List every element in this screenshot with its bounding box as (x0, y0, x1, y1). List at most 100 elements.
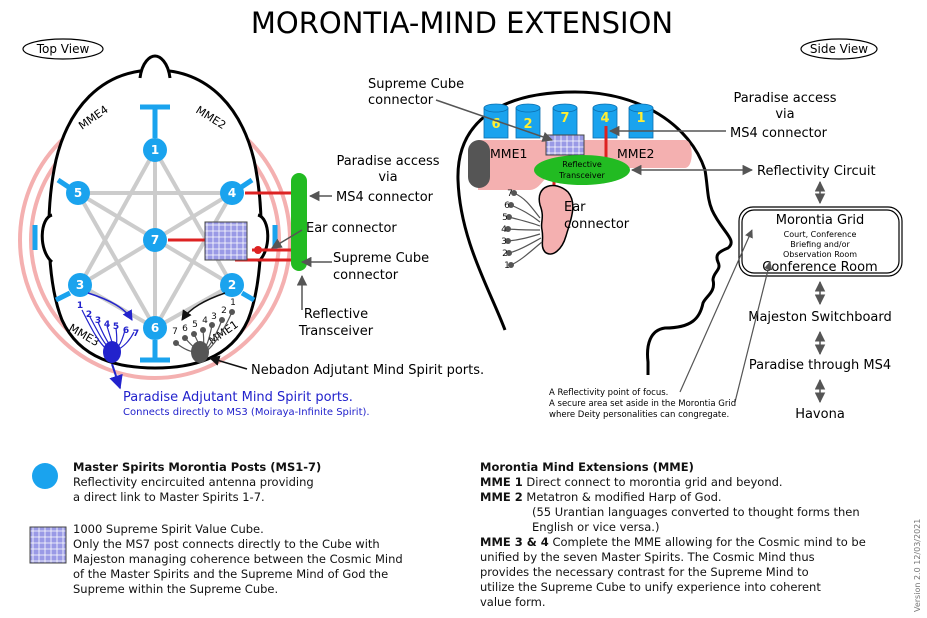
legend-mme34-line4: utilize the Supreme Cube to unify experi… (480, 580, 821, 594)
dark-port-5: 5 (192, 320, 198, 330)
legend-mme34-label: MME 3 & 4 (480, 535, 549, 549)
legend-cube-icon (29, 526, 67, 564)
footnote-line2: A secure area set aside in the Morontia … (549, 399, 736, 409)
dark-port-6: 6 (182, 324, 188, 334)
side-port-5: 5 (502, 213, 508, 223)
dark-port-3: 3 (211, 312, 217, 322)
morontia-grid-box-outer (738, 206, 903, 277)
post-2-label: 2 (228, 278, 236, 292)
flow-majeston: Majeston Switchboard (748, 310, 892, 325)
blue-port-2: 2 (86, 310, 92, 320)
legend-posts-line2: a direct link to Master Spirits 1-7. (73, 490, 265, 504)
legend-posts-line1: Reflectivity encircuited antenna providi… (73, 475, 314, 489)
side-mme2-label: MME2 (617, 146, 654, 161)
left-ear (40, 213, 54, 264)
post-5 (66, 181, 90, 205)
post-7 (143, 228, 167, 252)
blue-port-5: 5 (113, 322, 119, 332)
legend-posts-title: Master Spirits Morontia Posts (MS1-7) (73, 460, 322, 474)
side-port-4: 4 (501, 225, 507, 235)
side-view-label-oval (800, 38, 878, 60)
paradise-ports-label: Paradise Adjutant Mind Spirit ports. (123, 390, 353, 405)
legend-mme34-line1: Complete the MME allowing for the Cosmic… (552, 535, 866, 549)
flow-havona: Havona (795, 407, 845, 422)
dark-port-7: 7 (172, 327, 178, 337)
side-mme1-block (468, 140, 490, 188)
post-1-label: 1 (151, 143, 159, 157)
paradise-ports-sublabel: Connects directly to MS3 (Moiraya-Infini… (123, 407, 370, 418)
side-transceiver (534, 155, 630, 185)
legend-mme34-line3: provides the necessary contrast for the … (480, 565, 809, 579)
side-transceiver-line1: Reflective (562, 160, 602, 169)
side-view-label: Side View (810, 42, 868, 56)
paradise-access-line1-top: Paradise access (336, 154, 439, 169)
legend-mme2-label: MME 2 (480, 490, 523, 504)
grid-sub-line3: Observation Room (783, 250, 857, 259)
nebadon-adjutant-ports: 7 6 5 4 3 2 1 (172, 292, 248, 370)
right-ear (256, 213, 270, 264)
nose-shape (138, 54, 172, 79)
post-7-label: 7 (151, 233, 159, 247)
legend-mme34-line2: unified by the seven Master Spirits. The… (480, 550, 815, 564)
post-2 (220, 273, 244, 297)
side-port-3: 3 (501, 237, 507, 247)
top-view-label: Top View (36, 42, 90, 56)
side-ear (538, 184, 574, 255)
legend-mme1-label: MME 1 (480, 475, 523, 489)
blue-port-1: 1 (77, 301, 83, 311)
morontia-grid-box-inner (741, 209, 900, 274)
cylinder-2: 2 (523, 117, 532, 132)
supreme-cube-top (204, 221, 248, 261)
legend-mme2-note1: (55 Urantian languages converted to thou… (532, 505, 860, 519)
side-ear-connector-line1: Ear (564, 200, 586, 215)
side-port-2: 2 (502, 249, 508, 259)
blue-port-6: 6 (123, 326, 129, 336)
side-supreme-cube-line2: connector (368, 93, 434, 108)
side-supreme-cube-line1: Supreme Cube (368, 77, 464, 92)
legend-mme-title: Morontia Mind Extensions (MME) (480, 460, 694, 474)
top-view: Top View (18, 38, 484, 418)
side-paradise-access-line2: via (775, 107, 794, 122)
dark-port-2: 2 (221, 306, 227, 316)
footnote-line3: where Deity personalities can congregate… (549, 410, 729, 420)
post-1 (143, 138, 167, 162)
dark-port-4: 4 (202, 316, 208, 326)
footnote-line1: A Reflectivity point of focus. (549, 388, 668, 398)
reflective-transceiver-bar (291, 173, 307, 271)
side-port-1: 1 (504, 261, 510, 271)
flow-reflectivity-circuit: Reflectivity Circuit (757, 164, 876, 179)
blue-port-4: 4 (104, 320, 110, 330)
supreme-cube-connector-line2-top: connector (333, 268, 399, 283)
grid-sub-line1: Court, Conference (784, 230, 857, 239)
side-transceiver-line2: Transceiver (558, 171, 605, 180)
side-adjutant-ports: 7 6 5 4 3 2 1 (501, 189, 543, 271)
paradise-access-line2-top: via (378, 170, 397, 185)
side-port-6: 6 (504, 201, 510, 211)
legend-cube-line2: Only the MS7 post connects directly to t… (73, 537, 380, 551)
reflective-transceiver-line1-top: Reflective (304, 307, 368, 322)
legend-mme2-text: Metatron & modified Harp of God. (526, 490, 722, 504)
legend-mme1-text: Direct connect to morontia grid and beyo… (526, 475, 783, 489)
top-view-label-oval (22, 38, 104, 60)
side-ear-connector-line2: connector (564, 217, 630, 232)
legend-mme: Morontia Mind Extensions (MME) MME 1 Dir… (480, 460, 900, 610)
legend-mme34-line5: value form. (480, 595, 546, 609)
blue-port-3: 3 (95, 316, 101, 326)
legend-cube-line4: of the Master Spirits and the Supreme Mi… (73, 567, 389, 581)
ear-connector-dot (254, 246, 262, 254)
post-4 (220, 181, 244, 205)
legend-mme2-note2: English or vice versa.) (532, 520, 660, 534)
grid-sub-line2: Briefing and/or (790, 240, 850, 249)
post-3-label: 3 (76, 278, 84, 292)
side-view: Side View 6 2 7 4 1 (368, 38, 903, 422)
post-6-label: 6 (151, 321, 159, 335)
page-title: MORONTIA-MIND EXTENSION (251, 6, 673, 40)
side-mme1-label: MME1 (490, 146, 527, 161)
ear-connector-top: Ear connector (306, 221, 397, 236)
post-5-label: 5 (74, 186, 82, 200)
side-cylinders: 6 2 7 4 1 (483, 103, 654, 139)
legend-posts: Master Spirits Morontia Posts (MS1-7) Re… (73, 460, 403, 505)
dark-port-1: 1 (230, 298, 236, 308)
side-paradise-access-line1: Paradise access (733, 91, 836, 106)
